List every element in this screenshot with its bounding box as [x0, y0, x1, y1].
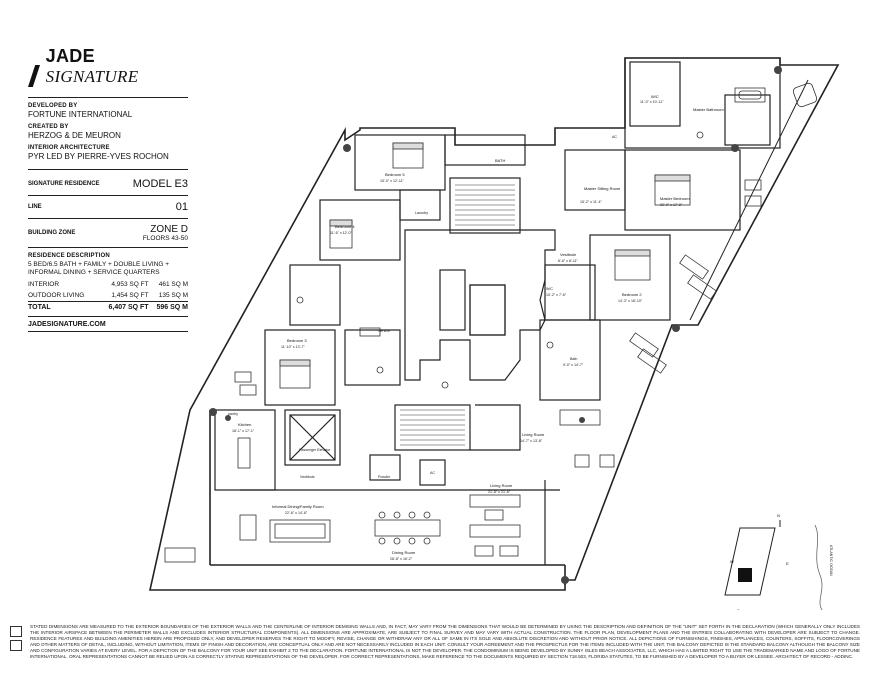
room-dim: 15'-0" x 12'-11" — [380, 179, 405, 183]
created-by-value: HERZOG & DE MEURON — [28, 131, 121, 140]
room-dim: 11'-10" x 13'-7" — [281, 345, 306, 349]
floors-value: FLOORS 43-50 — [142, 235, 188, 242]
area-table: INTERIOR 4,953 SQ FT 461 SQ M OUTDOOR LI… — [28, 279, 188, 313]
zone-label: BUILDING ZONE — [28, 230, 76, 236]
room-label: Bedroom 4 — [335, 224, 355, 229]
room-dim: 10'-2" x 7'-6" — [546, 293, 567, 297]
room-label: Vestibule — [300, 475, 315, 479]
line-row: LINE 01 — [28, 196, 188, 219]
room-label: Informal Dining/Family Room — [272, 504, 324, 509]
room-dim: 15'-2" x 11'-4" — [580, 200, 603, 204]
room-label: AC — [430, 471, 435, 475]
room-dim: 14'-7" x 13'-8" — [520, 439, 543, 443]
residence-value: MODEL E3 — [132, 178, 188, 190]
area-row: OUTDOOR LIVING 1,454 SQ FT 135 SQ M — [28, 290, 188, 302]
developed-by-value: FORTUNE INTERNATIONAL — [28, 110, 133, 119]
room-label: Powder — [378, 475, 391, 479]
info-panel: JADE SIGNATURE DEVELOPED BY FORTUNE INTE… — [28, 46, 188, 335]
room-label: Laundry — [415, 211, 428, 215]
interior-value: PYR LED BY PIERRE-YVES ROCHON — [28, 152, 169, 161]
room-label: Living Room — [522, 432, 545, 437]
area-row: INTERIOR 4,953 SQ FT 461 SQ M — [28, 279, 188, 290]
total-sqm: 596 SQ M — [148, 301, 188, 313]
area-sqft: 4,953 SQ FT — [111, 281, 149, 288]
divider — [28, 97, 188, 98]
description-label: RESIDENCE DESCRIPTION — [28, 253, 110, 259]
room-label: W/C — [651, 94, 659, 99]
residence-label: SIGNATURE RESIDENCE — [28, 181, 100, 187]
room-label: Bedroom 3 — [287, 338, 307, 343]
zone-block: ZONE D FLOORS 43-50 — [143, 224, 188, 242]
room-dim: 28'-8" x 16'-2" — [390, 557, 413, 561]
room-label: Bath — [570, 357, 577, 361]
legal-disclaimer: Stated dimensions are measured to the ex… — [30, 624, 860, 660]
line-value: 01 — [175, 201, 188, 213]
divider — [28, 169, 188, 170]
area-name: INTERIOR — [28, 281, 60, 288]
room-label: Vestibule — [560, 252, 577, 257]
room-label: AC — [612, 135, 617, 139]
line-label: LINE — [28, 204, 42, 210]
total-sqft: 6,407 SQ FT — [98, 301, 149, 313]
website-link[interactable]: JADESIGNATURE.COM — [28, 321, 106, 328]
room-dim: 11'-6" x 12'-0" — [330, 231, 353, 235]
created-by-label: CREATED BY — [28, 124, 69, 130]
divider — [28, 331, 188, 332]
room-label: Passenger Elevator — [299, 448, 331, 452]
room-label: Master Bedroom — [660, 196, 690, 201]
room-label: BATH — [495, 158, 505, 163]
description-value: 5 BED/6.5 BATH + FAMILY + DOUBLE LIVING … — [28, 261, 170, 276]
compass-n: N — [777, 513, 780, 518]
compass-e: E — [786, 561, 789, 566]
room-dim: 21'-8" x 21'-6" — [488, 490, 511, 494]
room-label: Living Room — [490, 483, 513, 488]
room-label: Kitchen — [238, 422, 251, 427]
room-label: W/C — [546, 287, 553, 291]
area-name: OUTDOOR LIVING — [28, 292, 85, 299]
planter-icons — [209, 66, 782, 584]
interior-label: INTERIOR ARCHITECTURE — [28, 145, 110, 151]
furniture — [164, 82, 818, 563]
total-label: TOTAL — [28, 301, 99, 313]
equal-housing-icon — [10, 626, 22, 637]
interior-walls — [214, 57, 781, 565]
compass-site-key: N S E W ATLANTIC OCEAN — [724, 513, 833, 610]
room-labels: W/C 11'-0" x 10'-11" Master Bathroom Mas… — [228, 94, 724, 561]
room-label: Master Bathroom — [693, 107, 724, 112]
room-label: Bedroom 2 — [622, 292, 642, 297]
room-dim: 20'-0" x 17'-8" — [660, 203, 683, 207]
divider — [28, 316, 188, 317]
stair-treads — [400, 184, 515, 446]
compass-s: S — [737, 608, 740, 610]
area-sqm: 461 SQ M — [158, 281, 188, 288]
room-dim: 8'-6" x 8'-11" — [558, 259, 579, 263]
room-dim: 11'-0" x 10'-11" — [640, 100, 664, 104]
room-label: Dining Room — [392, 550, 416, 555]
jade-signature-logo: JADE SIGNATURE — [28, 46, 188, 87]
logo-text: JADE SIGNATURE — [45, 46, 139, 86]
floor-plan: W/C 11'-0" x 10'-11" Master Bathroom Mas… — [149, 57, 840, 610]
room-label: pantry — [228, 412, 238, 416]
room-dim: 14'-3" x 16'-10" — [618, 299, 643, 303]
room-dim: 9'-0" x 14'-7" — [563, 363, 584, 367]
area-sqft: 1,454 SQ FT — [111, 292, 149, 299]
ocean-label: ATLANTIC OCEAN — [829, 545, 833, 576]
zone-row: BUILDING ZONE ZONE D FLOORS 43-50 — [28, 219, 188, 248]
room-label: Master Sitting Room — [584, 186, 621, 191]
developed-by-label: DEVELOPED BY — [28, 103, 78, 109]
area-sqm: 135 SQ M — [158, 292, 188, 299]
compass-w: W — [730, 559, 734, 564]
room-label: Service — [378, 329, 390, 333]
room-dim: 22'-6" x 14'-8" — [285, 511, 308, 515]
zone-value: ZONE D — [150, 224, 188, 235]
room-label: Bedroom 5 — [385, 172, 405, 177]
residence-row: SIGNATURE RESIDENCE MODEL E3 — [28, 173, 188, 196]
room-dim: 18'-1" x 17'-1" — [232, 429, 255, 433]
accessibility-icon — [10, 640, 22, 651]
area-total-row: TOTAL 6,407 SQ FT 596 SQ M — [28, 301, 188, 313]
